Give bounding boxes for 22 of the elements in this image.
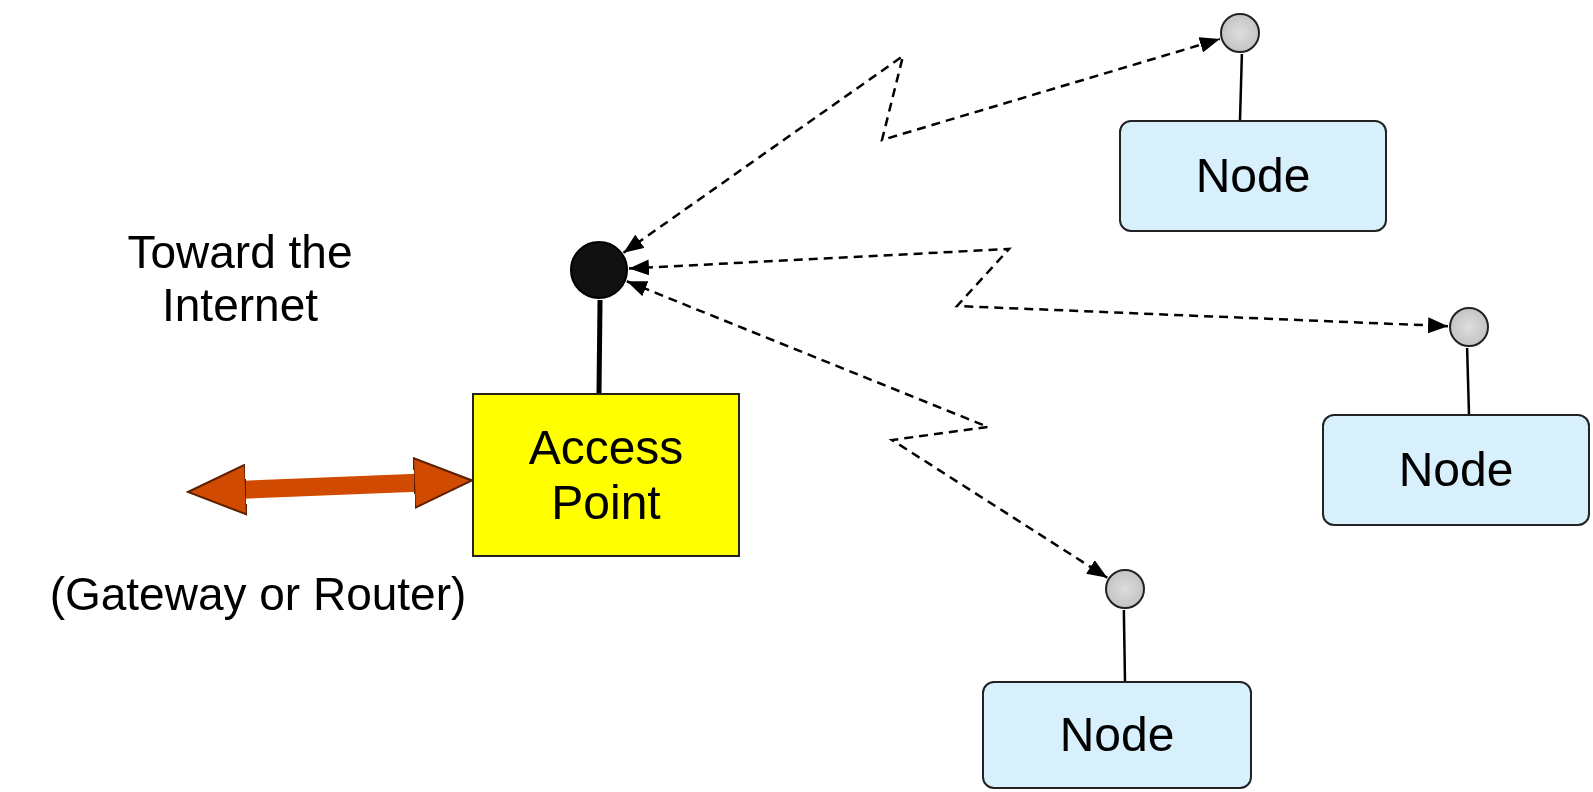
dashed-arrow — [626, 280, 1108, 579]
connector-line — [596, 299, 603, 394]
node-box — [1119, 120, 1387, 232]
node-box — [1322, 414, 1590, 526]
connector-line — [1122, 609, 1127, 682]
box-label: Node — [1059, 707, 1175, 763]
node-box — [982, 681, 1252, 789]
dashed-arrow — [622, 37, 1221, 254]
box-label: Access Point — [527, 419, 685, 531]
text-label: Toward the Internet — [126, 226, 354, 332]
connector-line — [1465, 347, 1471, 415]
antenna-circle — [1105, 569, 1145, 609]
antenna-circle — [1449, 307, 1489, 347]
antenna-circle — [1220, 13, 1260, 53]
double-arrow — [187, 456, 473, 516]
antenna-circle — [570, 241, 628, 299]
box-label: Node — [1398, 442, 1514, 498]
dashed-arrow — [628, 247, 1449, 334]
access-point-box — [472, 393, 740, 557]
text-label: (Gateway or Router) — [48, 568, 468, 621]
box-label: Node — [1195, 148, 1311, 204]
connector-line — [1238, 53, 1244, 121]
